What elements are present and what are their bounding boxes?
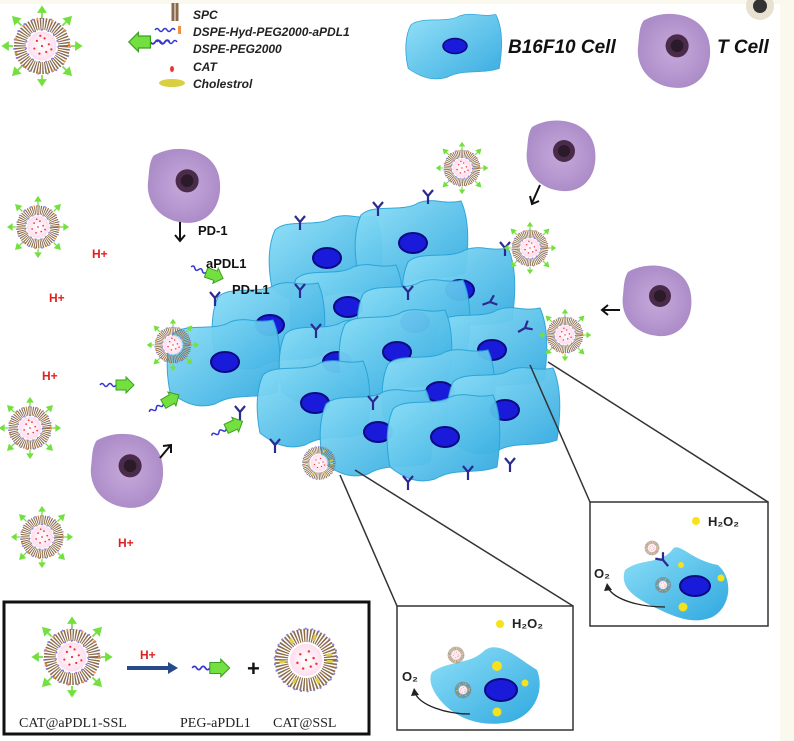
legend: SPC DSPE-Hyd-PEG2000-aPDL1 DSPE-PEG2000 …: [3, 3, 769, 91]
top-margin: [0, 0, 794, 4]
legend-label-t-cell: T Cell: [717, 37, 769, 58]
label-pd-1: PD-1: [198, 223, 228, 238]
caption-peg-apdl1: PEG-aPDL1: [180, 716, 251, 731]
legend-label-cholesterol: Cholestrol: [193, 77, 253, 91]
legend-liposome-icon: [3, 7, 81, 85]
cat-icon: [170, 66, 174, 72]
legend-label-spc: SPC: [193, 8, 218, 22]
proton-label: H+: [42, 369, 58, 383]
inset-right: H₂O₂ O₂: [589, 501, 769, 627]
plus-sign: +: [247, 656, 260, 681]
t-cell: [90, 433, 164, 508]
o2-label: O₂: [402, 669, 418, 684]
legend-label-dspe-hyd-peg-apdl1: DSPE-Hyd-PEG2000-aPDL1: [193, 25, 350, 39]
label-apdl1: aPDL1: [206, 256, 246, 271]
zoom-lines: [339, 361, 769, 607]
o2-label: O₂: [594, 566, 610, 581]
t-cell: [147, 148, 221, 223]
h2o2-label: H₂O₂: [708, 514, 739, 529]
liposome: [437, 143, 488, 194]
cholesterol-icon: [159, 79, 185, 87]
liposome: [12, 507, 72, 567]
t-cell-arrows: [159, 184, 620, 459]
label-pd-l1: PD-L1: [232, 282, 270, 297]
reaction-arrow-icon: [168, 662, 178, 674]
spc-icon: [171, 3, 179, 21]
dspe-peg-icon: [156, 39, 178, 45]
peg-apdl1-fragment: [99, 376, 135, 394]
reaction-trigger-label: H+: [140, 648, 156, 662]
t-cell: [526, 120, 596, 192]
legend-label-cat: CAT: [193, 60, 218, 74]
proton-label: H+: [118, 536, 134, 550]
right-margin: [780, 0, 794, 741]
liposome-plain: [303, 447, 336, 480]
liposome: [0, 398, 60, 458]
reaction-box: H+ + CAT@aPDL1-SSL PEG-aPDL1 CAT@SSL: [2, 600, 371, 736]
caption-cat-ssl: CAT@SSL: [273, 716, 336, 731]
tumor-cell: [386, 393, 501, 482]
t-cell: [622, 265, 692, 337]
legend-label-b16f10-cell: B16F10 Cell: [508, 37, 616, 58]
legend-label-dspe-peg: DSPE-PEG2000: [193, 42, 282, 56]
liposome: [505, 223, 556, 274]
liposome: [8, 197, 68, 257]
caption-cat-apdl1-ssl: CAT@aPDL1-SSL: [19, 716, 127, 731]
h2o2-label: H₂O₂: [512, 616, 543, 631]
peg-apdl1-icon: [154, 26, 181, 34]
corner-circle-dot: [753, 0, 767, 13]
proton-label: H+: [49, 291, 65, 305]
legend-tumor-cell-icon: [404, 13, 503, 80]
liposome: [540, 310, 591, 361]
legend-arrow-icon: [127, 31, 171, 53]
legend-t-cell-icon: [637, 13, 711, 88]
proton-label: H+: [92, 247, 108, 261]
inset-bottom: H₂O₂ O₂: [396, 605, 574, 731]
